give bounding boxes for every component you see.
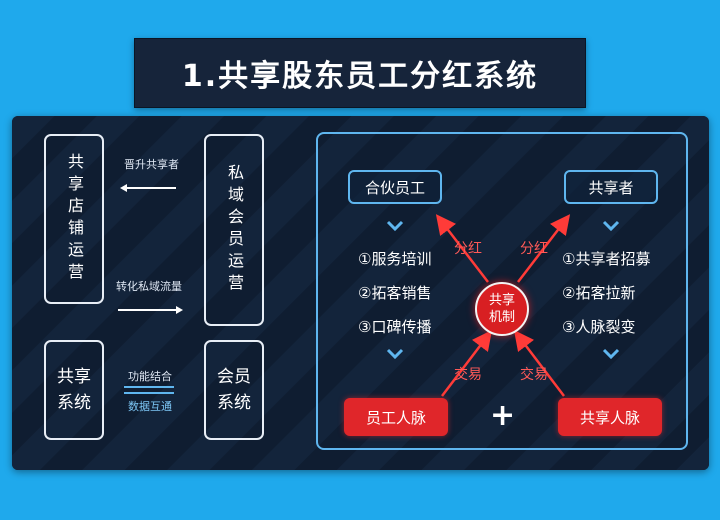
right-step-2: ②拓客拉新 [562,284,636,302]
arrow-left-icon [120,184,127,192]
chevron-down-icon [602,220,620,232]
shared-store-label: 共享店铺运营 [65,153,84,285]
sharing-mechanism-frame: 合伙员工 共享者 ①服务培训 ②拓客销售 ③口碑传播 ①共享者招募 ②拓客拉新 … [316,132,688,450]
member-system-box: 会员系统 [204,340,264,440]
convert-traffic-label: 转化私域流量 [116,280,182,293]
left-step-1: ①服务培训 [358,250,432,268]
trade-tag-left: 交易 [454,367,482,383]
arrow-left-line [126,187,176,189]
dividend-tag-left: 分红 [454,241,482,257]
diagram-panel: 共享店铺运营 私域会员运营 共享系统 会员系统 晋升共享者 转化私域流量 功能结… [12,116,709,470]
private-member-box: 私域会员运营 [204,134,264,326]
arrow-right-icon [176,306,183,314]
function-combine-label: 功能结合 [128,370,172,383]
shared-store-box: 共享店铺运营 [44,134,104,304]
chevron-down-icon [602,348,620,360]
plus-icon: + [490,398,516,433]
center-line-2: 机制 [488,310,515,325]
link-line-top [124,386,174,388]
page-title: 1.共享股东员工分红系统 [134,38,586,108]
promote-sharer-label: 晋升共享者 [124,158,179,171]
employee-network-box: 员工人脉 [344,398,448,436]
sharer-network-box: 共享人脉 [558,398,662,436]
right-step-1: ①共享者招募 [562,250,651,268]
data-interconnect-label: 数据互通 [128,400,172,413]
dividend-tag-right: 分红 [520,241,548,257]
arrow-right-line [118,309,176,311]
left-step-3: ③口碑传播 [358,318,432,336]
sharer-box: 共享者 [564,170,658,204]
shared-system-box: 共享系统 [44,340,104,440]
sharing-mechanism-circle: 共享 机制 [475,282,529,336]
chevron-down-icon [386,348,404,360]
chevron-down-icon [386,220,404,232]
left-step-2: ②拓客销售 [358,284,432,302]
link-line-bottom [124,392,174,394]
trade-tag-right: 交易 [520,367,548,383]
private-member-label: 私域会员运营 [225,164,244,296]
flow-arrows [435,214,571,397]
center-line-1: 共享 [488,293,515,308]
shared-system-label: 共享系统 [57,367,91,413]
partner-employee-box: 合伙员工 [348,170,442,204]
member-system-label: 会员系统 [217,367,251,413]
right-step-3: ③人脉裂变 [562,318,636,336]
